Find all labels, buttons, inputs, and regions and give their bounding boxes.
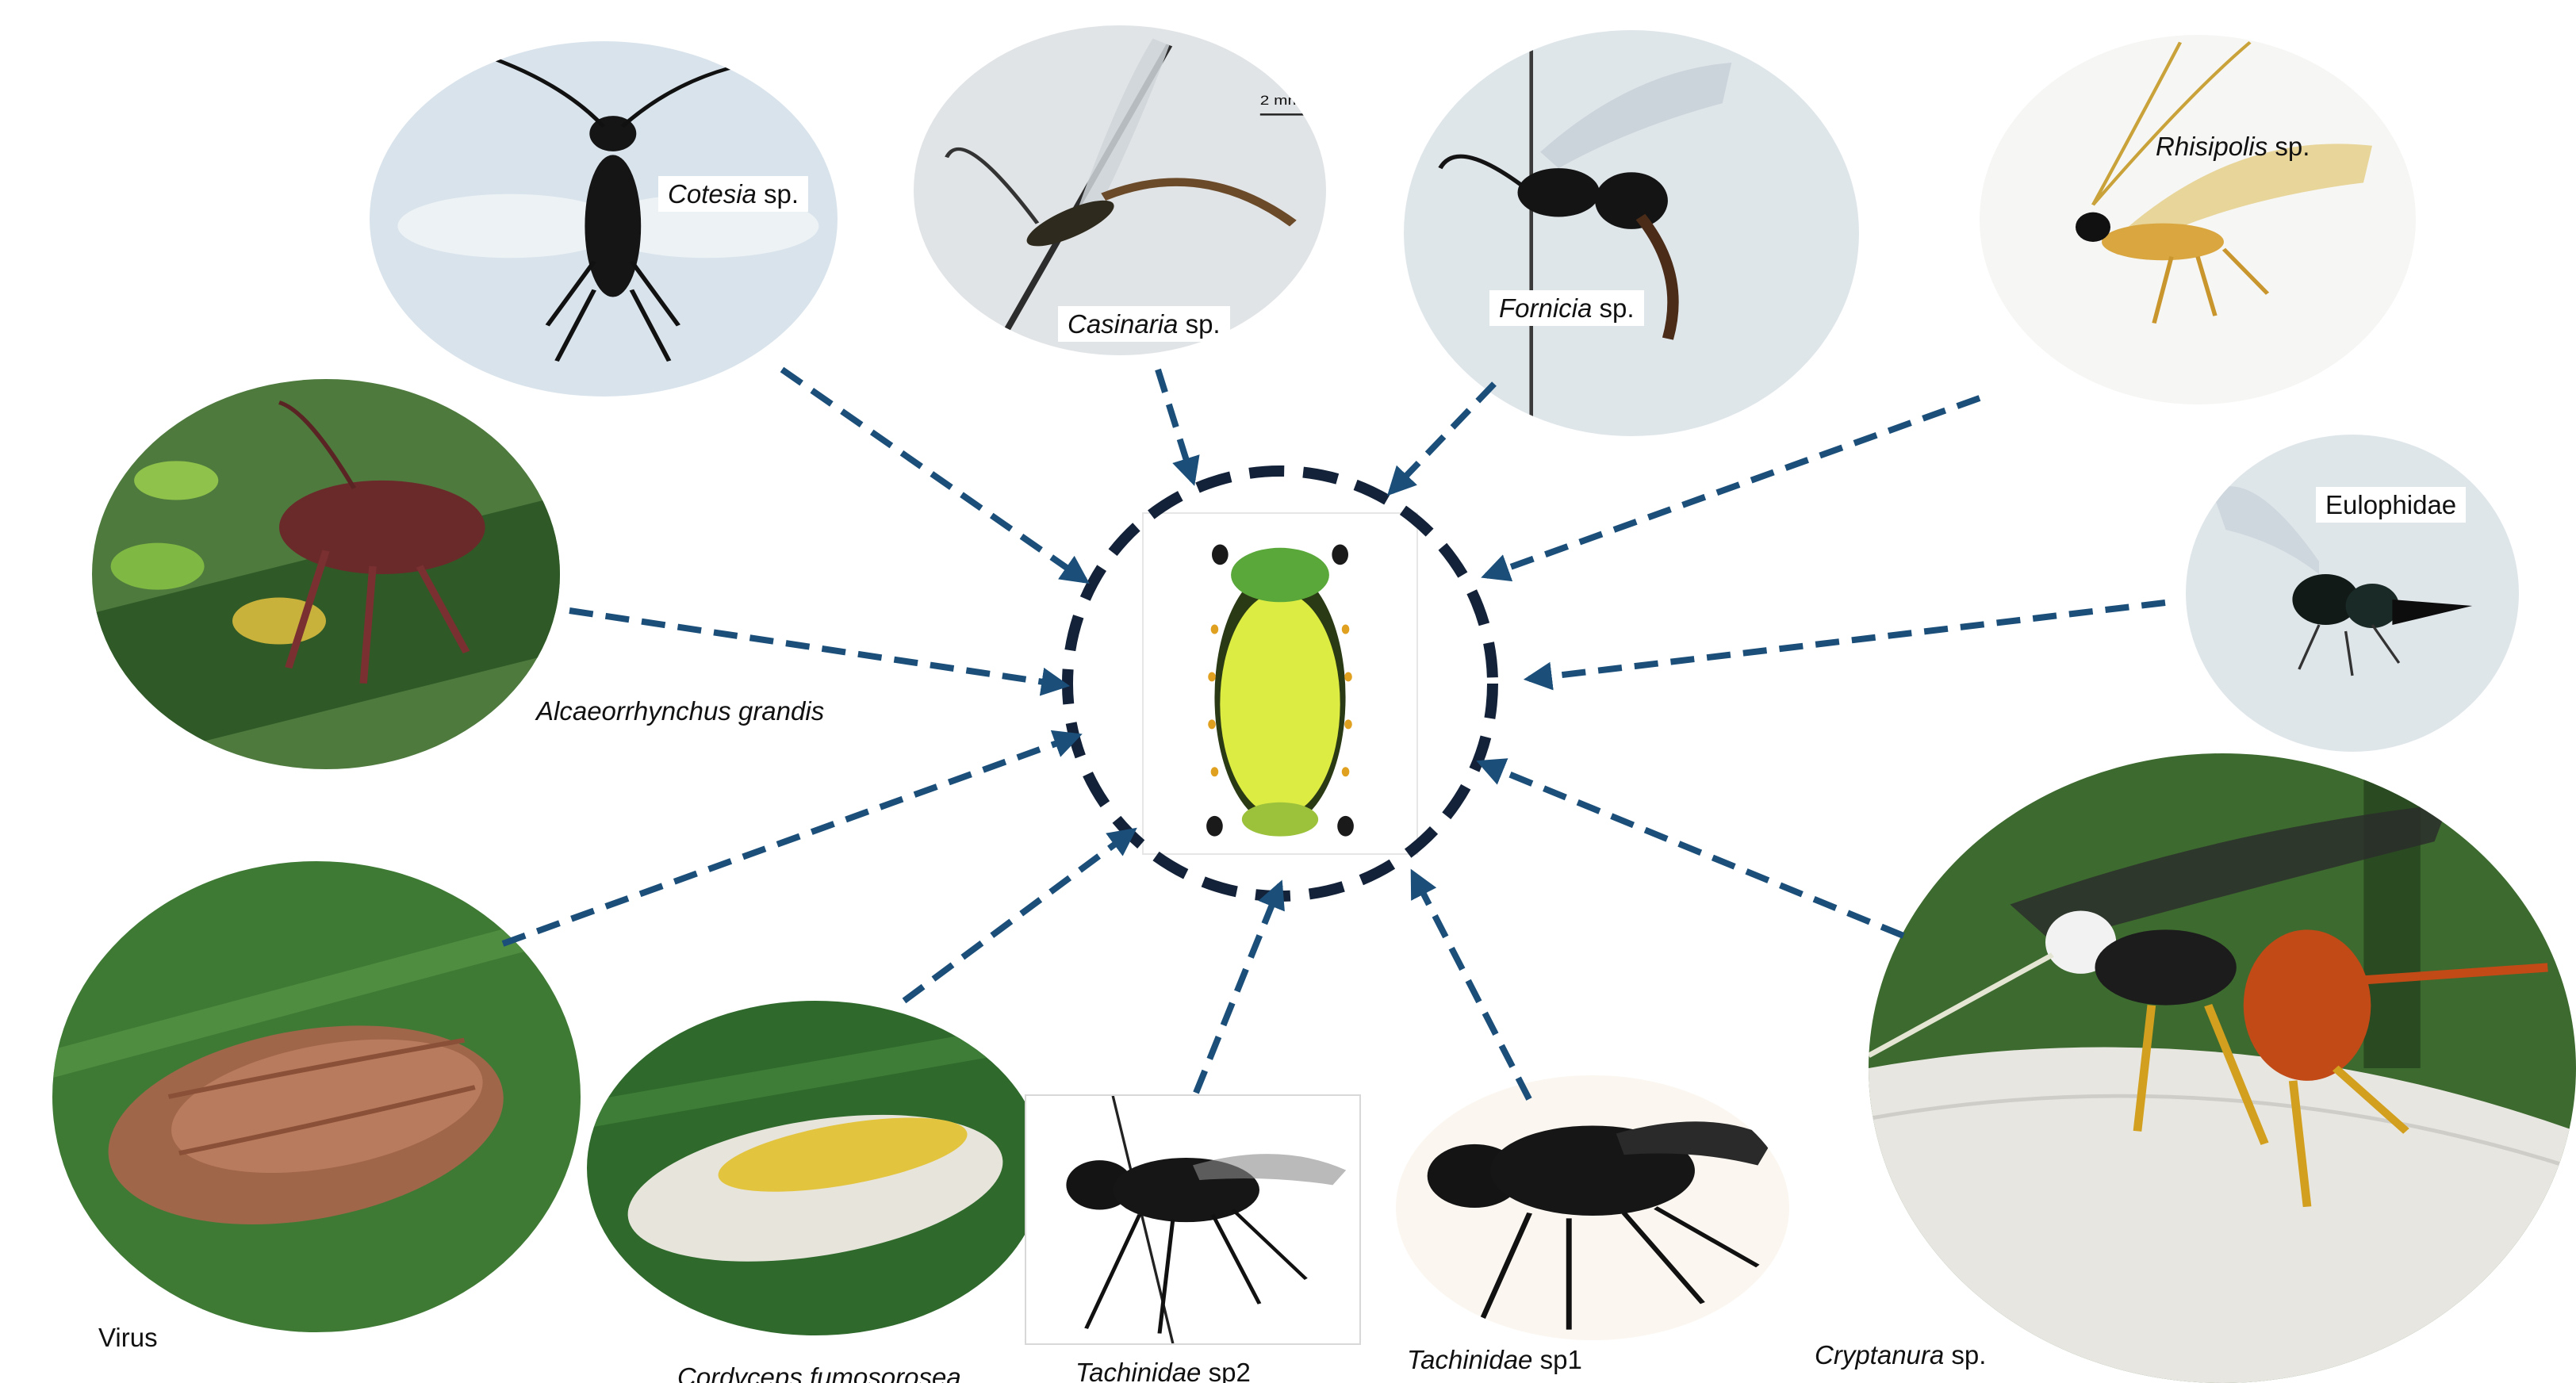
- fornicia-arrow: [1391, 384, 1494, 492]
- cordyceps-label: Cordyceps fumosorosea: [677, 1364, 961, 1383]
- cotesia-label: Cotesia sp.: [658, 176, 808, 212]
- alcaeorrhynchus-arrow: [569, 611, 1064, 685]
- casinaria-arrow: [1158, 370, 1193, 481]
- casinaria-label: Casinaria sp.: [1058, 306, 1230, 342]
- rhisipolis-label: Rhisipolis sp.: [2156, 133, 2310, 159]
- cordyceps-arrow: [904, 831, 1133, 1001]
- tachinidae-sp1-arrow: [1413, 874, 1529, 1099]
- alcaeorrhynchus-label: Alcaeorrhynchus grandis: [536, 698, 824, 724]
- eulophidae-label: Eulophidae: [2316, 487, 2466, 523]
- cryptanura-label: Cryptanura sp.: [1815, 1342, 1986, 1368]
- virus-arrow: [503, 736, 1077, 944]
- tachinidae-sp2-arrow: [1196, 885, 1280, 1093]
- center-ring: [1068, 471, 1493, 896]
- tachinidae-sp1-label: Tachinidae sp1: [1407, 1347, 1582, 1373]
- cotesia-arrow: [782, 370, 1085, 580]
- fornicia-label: Fornicia sp.: [1489, 290, 1644, 326]
- virus-label: Virus: [98, 1324, 158, 1350]
- tachinidae-sp2-label: Tachinidae sp2: [1075, 1359, 1251, 1383]
- eulophidae-arrow: [1529, 603, 2165, 679]
- cryptanura-arrow: [1482, 763, 1903, 936]
- rhisipolis-arrow: [1486, 398, 1980, 576]
